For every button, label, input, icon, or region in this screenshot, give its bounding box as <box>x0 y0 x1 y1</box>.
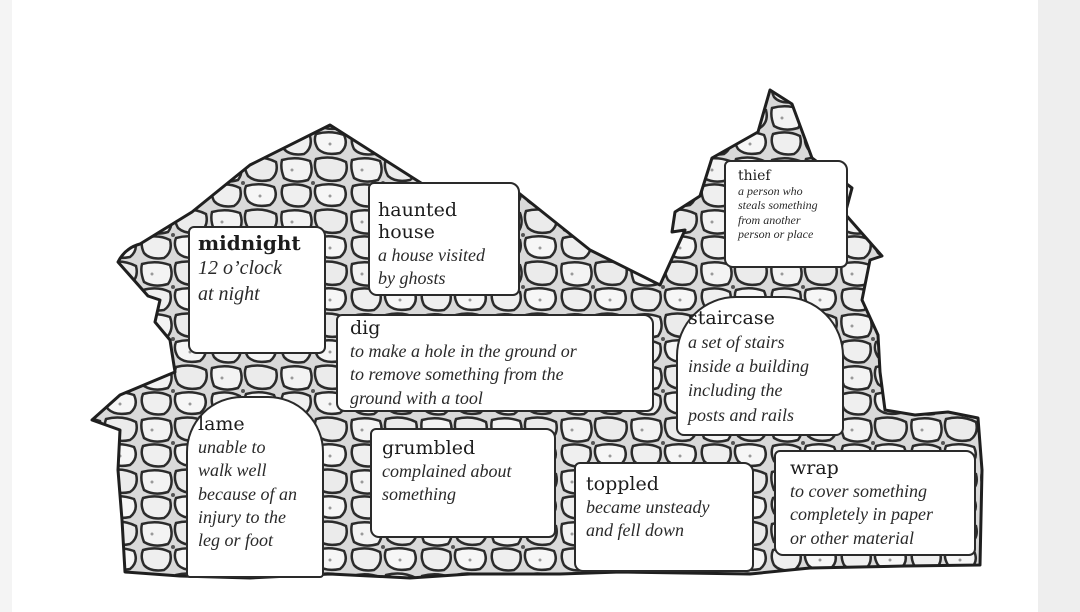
card-haunted-house: haunted house a house visited by ghosts <box>368 182 520 296</box>
card-definition: a person who steals something from anoth… <box>738 184 818 242</box>
card-definition: 12 o’clock at night <box>198 257 282 305</box>
card-word: midnight <box>198 231 301 255</box>
card-word: lame <box>198 413 245 435</box>
card-definition: a set of stairs inside a building includ… <box>688 331 809 425</box>
card-word: dig <box>350 317 381 339</box>
card-definition: unable to walk well because of an injury… <box>198 436 297 551</box>
card-staircase: staircase a set of stairs inside a build… <box>676 296 844 436</box>
page-margin <box>1038 0 1080 612</box>
card-definition: complained about something <box>382 460 512 505</box>
card-definition: a house visited by ghosts <box>378 244 485 289</box>
card-word: wrap <box>790 457 839 479</box>
card-wrap: wrap to cover something completely in pa… <box>774 450 976 556</box>
card-lame: lame unable to walk well because of an i… <box>186 396 324 578</box>
card-word: staircase <box>688 307 775 329</box>
card-grumbled: grumbled complained about something <box>370 428 556 538</box>
card-word: grumbled <box>382 437 476 459</box>
card-midnight: midnight 12 o’clock at night <box>188 226 326 354</box>
card-word: thief <box>738 168 771 184</box>
card-thief: thief a person who steals something from… <box>724 160 848 268</box>
card-word: toppled <box>586 473 659 495</box>
card-word: haunted house <box>378 199 458 243</box>
card-toppled: toppled became unsteady and fell down <box>574 462 754 572</box>
card-definition: to cover something completely in paper o… <box>790 480 933 548</box>
card-dig: dig to make a hole in the ground or to r… <box>336 314 654 412</box>
card-definition: became unsteady and fell down <box>586 496 710 541</box>
card-definition: to make a hole in the ground or to remov… <box>350 340 577 408</box>
